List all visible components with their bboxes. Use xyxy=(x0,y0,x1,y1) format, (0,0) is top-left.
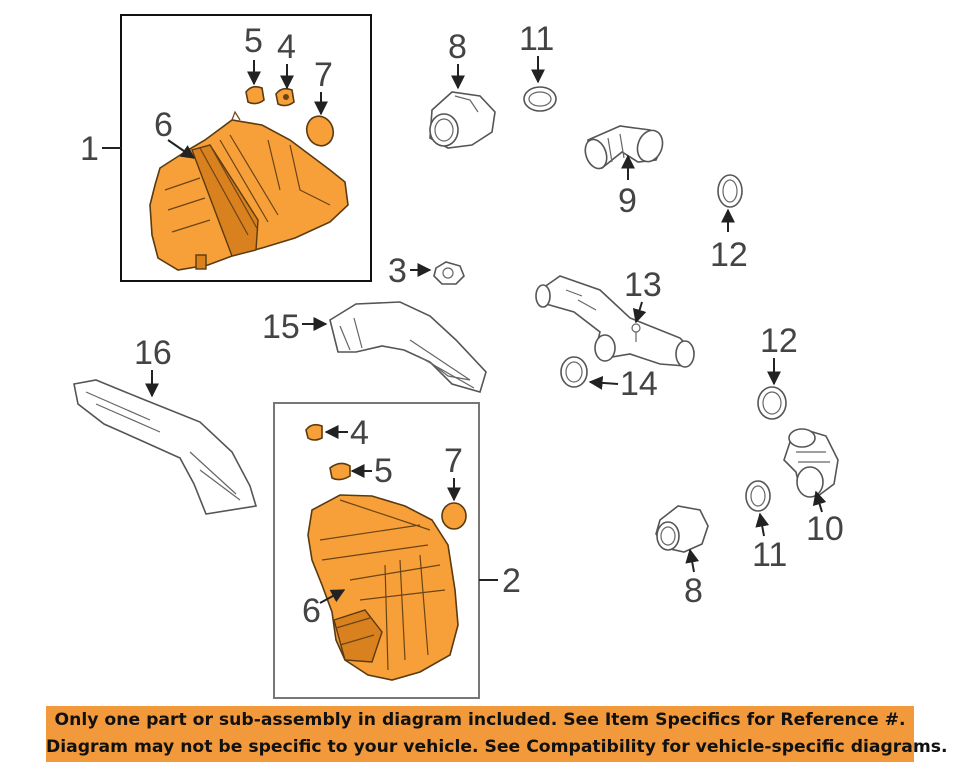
callout-4-upper: 4 xyxy=(277,28,296,66)
mass-air-flow-sensor-upper xyxy=(429,91,496,149)
hose-clamp-12-lower xyxy=(757,386,787,420)
clip-5-lower xyxy=(329,462,351,481)
callout-5-lower: 5 xyxy=(374,452,393,490)
callout-15: 15 xyxy=(262,308,300,346)
intake-hose-elbow-9 xyxy=(584,125,664,170)
callout-10: 10 xyxy=(806,510,844,548)
callout-16: 16 xyxy=(134,334,172,372)
callout-8-upper: 8 xyxy=(448,28,467,66)
callout-7-lower: 7 xyxy=(444,442,463,480)
callout-3: 3 xyxy=(388,252,407,290)
disclaimer-line-1: Only one part or sub-assembly in diagram… xyxy=(54,710,906,730)
callout-13: 13 xyxy=(624,266,662,304)
parts-diagram: 1 5 4 7 6 2 4 5 7 6 8 xyxy=(73,14,844,699)
air-duct-15 xyxy=(329,301,487,393)
disclaimer-line-2: Diagram may not be specific to your vehi… xyxy=(46,737,948,757)
assembly-box-2 xyxy=(273,402,480,699)
intake-hose-elbow-10 xyxy=(783,428,839,498)
clip-4-lower xyxy=(305,423,323,441)
callout-1: 1 xyxy=(80,130,99,168)
mass-air-flow-sensor-lower xyxy=(655,505,709,553)
hose-clamp-11-lower xyxy=(745,480,771,512)
callout-12-lower: 12 xyxy=(760,322,798,360)
clip-5-upper xyxy=(245,85,265,105)
air-cleaner-upper-housing xyxy=(149,110,349,271)
hose-clamp-11-upper xyxy=(523,86,557,112)
air-cleaner-lower-housing xyxy=(307,494,459,681)
callout-12-upper: 12 xyxy=(710,236,748,274)
callout-6-lower: 6 xyxy=(302,592,321,630)
callout-14: 14 xyxy=(620,365,658,403)
callout-4-lower: 4 xyxy=(350,414,369,452)
clip-4-upper xyxy=(275,87,295,107)
callout-5-upper: 5 xyxy=(244,22,263,60)
callout-6-upper: 6 xyxy=(154,106,173,144)
callout-11-lower: 11 xyxy=(752,536,787,574)
hose-clamp-12-upper xyxy=(717,174,743,208)
nut-3 xyxy=(433,261,465,285)
callout-8-lower: 8 xyxy=(684,572,703,610)
callout-7-upper: 7 xyxy=(314,56,333,94)
intake-duct-13 xyxy=(535,275,695,368)
air-duct-16 xyxy=(73,379,258,515)
disclaimer-banner: Only one part or sub-assembly in diagram… xyxy=(46,706,948,762)
callout-2: 2 xyxy=(502,562,521,600)
hose-clamp-14 xyxy=(560,356,588,388)
seal-7-upper xyxy=(305,115,335,147)
callout-9: 9 xyxy=(618,182,637,220)
seal-7-lower xyxy=(441,502,467,530)
callout-11-upper: 11 xyxy=(519,20,554,58)
